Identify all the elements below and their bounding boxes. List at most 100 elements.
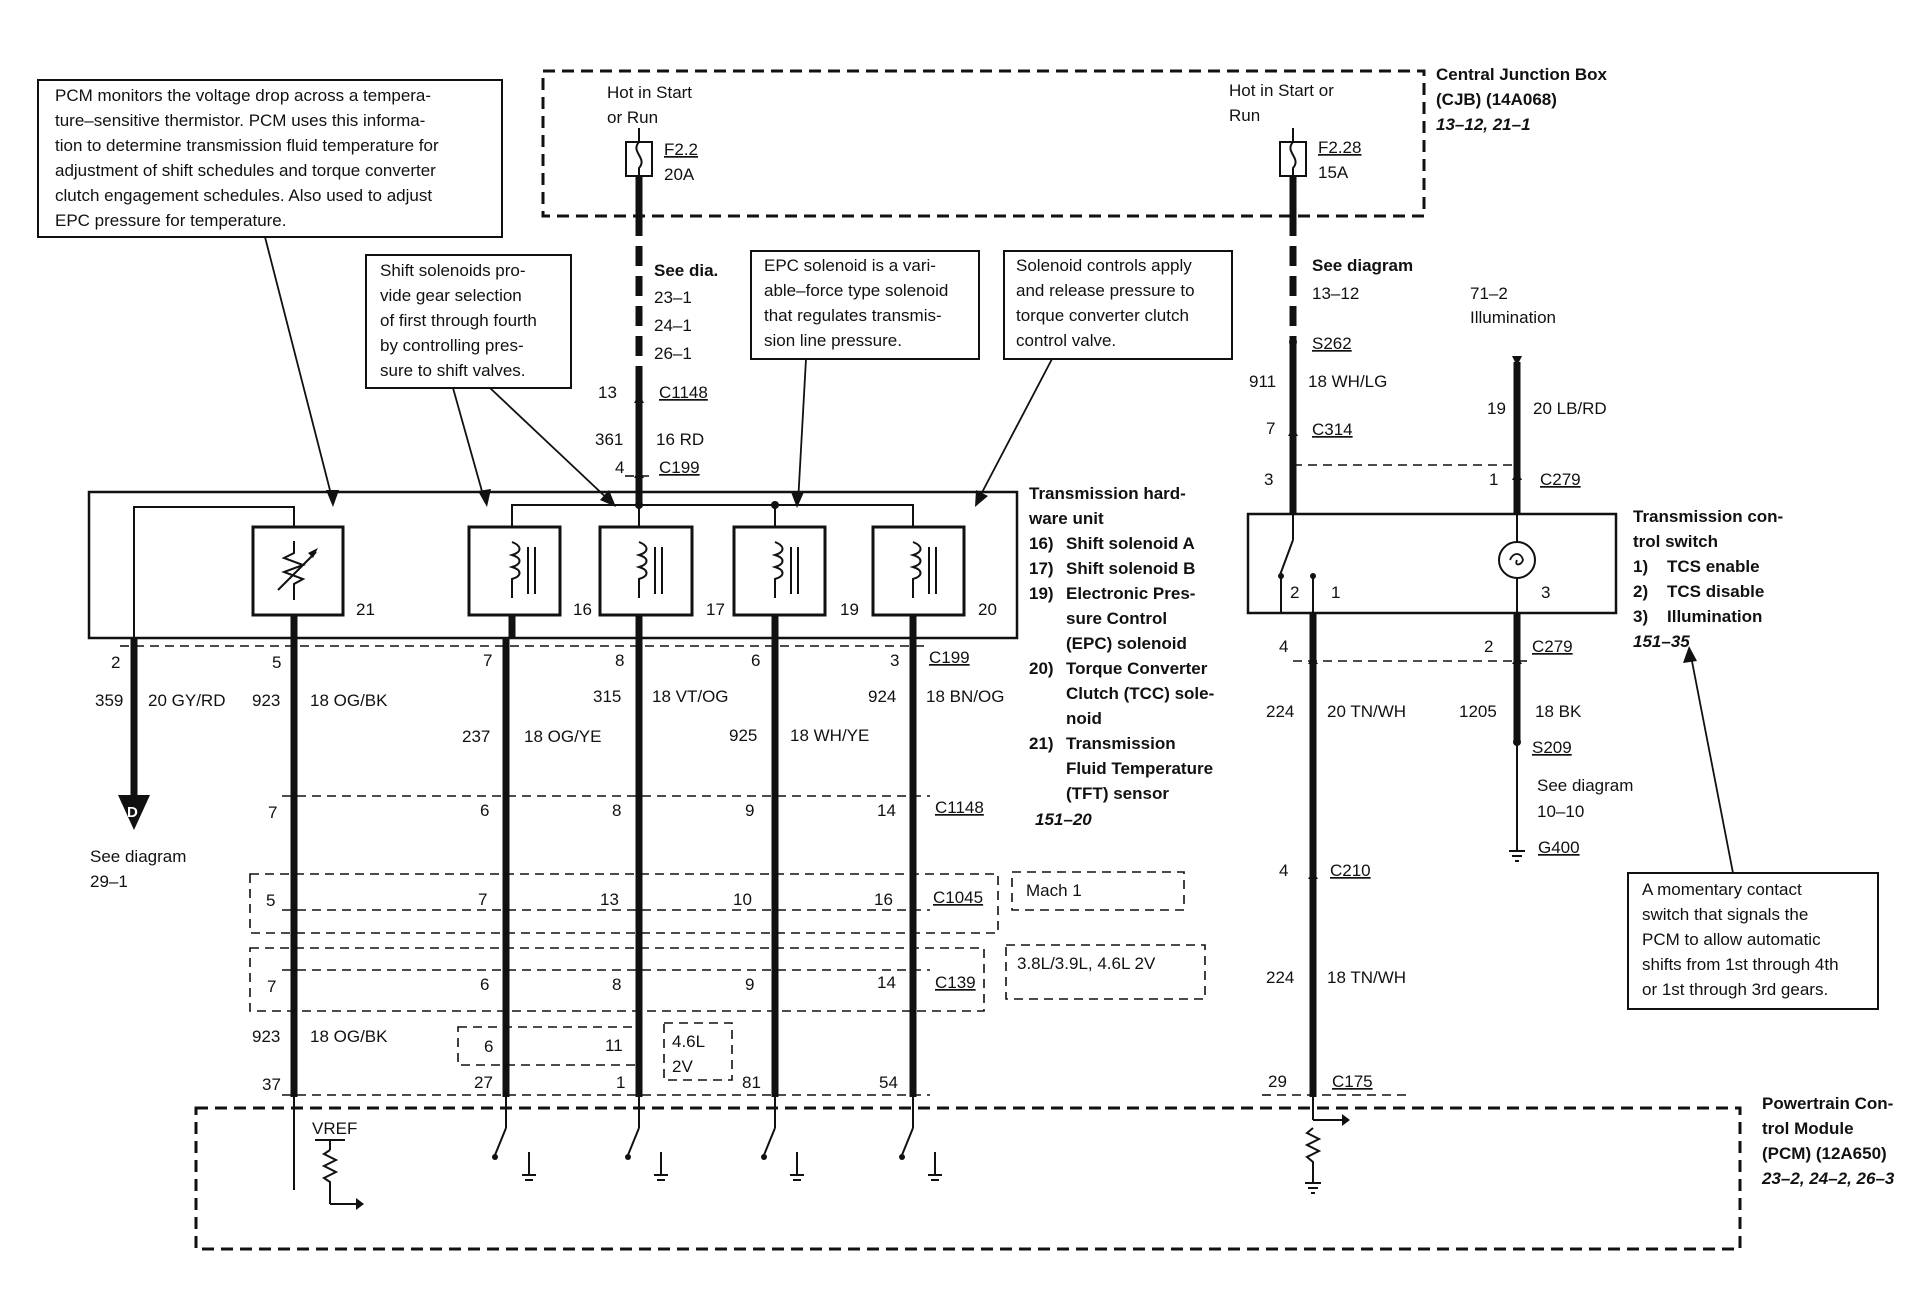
note-epc-line-3: that regulates transmis-: [764, 306, 942, 325]
wire-361-label: 16 RD: [656, 430, 704, 449]
pin-c199: 3: [890, 651, 899, 670]
splice-s262: S262: [1312, 334, 1352, 353]
component-19-number: 19: [840, 600, 859, 619]
trans-hw-item-num: 16): [1029, 534, 1054, 553]
tcs-title-2: trol switch: [1633, 532, 1718, 551]
illumination-ref: 71–2: [1470, 284, 1508, 303]
trans-hw-ref: 151–20: [1035, 810, 1092, 829]
note-tft-line-1: PCM monitors the voltage drop across a t…: [55, 86, 431, 105]
note-shift-line-4: by controlling pres-: [380, 336, 524, 355]
wire-361-circuit: 361: [595, 430, 623, 449]
connector-c1045-row: 5 7 13 10 16 C1045 Mach 1: [249, 871, 1185, 934]
see-diagram-1312-1: See diagram: [1312, 256, 1413, 275]
note-epc-solenoid: EPC solenoid is a vari- able–force type …: [750, 250, 980, 360]
wire-labels-upper: 359 20 GY/RD 923 18 OG/BK 315 18 VT/OG 9…: [95, 687, 1004, 746]
variant-v8-2: 2V: [672, 1057, 693, 1076]
trans-hw-item-text: Fluid Temperature: [1066, 759, 1213, 778]
pin-alt-6: 6: [484, 1037, 493, 1056]
wire-923b-label: 18 OG/BK: [310, 1027, 388, 1046]
note-tft: PCM monitors the voltage drop across a t…: [37, 79, 503, 238]
tcs-ref: 151–35: [1633, 632, 1690, 651]
hot-label-right-2: Run: [1229, 106, 1260, 125]
pcm-title-3: (PCM) (12A650): [1762, 1144, 1887, 1163]
note-tft-line-4: adjustment of shift schedules and torque…: [55, 161, 436, 180]
component-17-number: 17: [706, 600, 725, 619]
trans-hw-title-1: Transmission hard-: [1029, 484, 1186, 503]
cjb-ref: 13–12, 21–1: [1436, 115, 1531, 134]
pin-c199: 2: [111, 653, 120, 672]
cjb-subtitle: (CJB) (14A068): [1436, 90, 1557, 109]
note-tcc-solenoid: Solenoid controls apply and release pres…: [1003, 250, 1233, 360]
trans-hw-item-text: Shift solenoid B: [1066, 559, 1195, 578]
wire-925-circuit: 925: [729, 726, 757, 745]
connector-c199-top: C199: [659, 458, 700, 477]
wire-359-label: 20 GY/RD: [148, 691, 225, 710]
lower-labels: 923 18 OG/BK 6 11 4.6L 2V: [252, 1022, 733, 1081]
trans-hw-item-num: 19): [1029, 584, 1054, 603]
trans-hw-item-text: Transmission: [1066, 734, 1176, 753]
right-wire-labels: 4 2 C279 224 20 TN/WH 1205 18 BK S209 Se…: [1266, 637, 1633, 987]
fuse-left-name: F2.2: [664, 140, 698, 159]
solenoid-icon: [732, 525, 827, 617]
pin-c279-4: 4: [1279, 637, 1288, 656]
wire-924-label: 18 BN/OG: [926, 687, 1004, 706]
note-tcc-line-2: and release pressure to: [1016, 281, 1195, 300]
wire-224a-circuit: 224: [1266, 702, 1294, 721]
note-tft-line-3: tion to determine transmission fluid tem…: [55, 136, 439, 155]
ground-g400: G400: [1538, 838, 1580, 857]
pin-c175: 37: [262, 1075, 281, 1094]
tcs-item-text: TCS disable: [1667, 582, 1764, 601]
fuse-left-rating: 20A: [664, 165, 695, 184]
pin-c139: 8: [612, 975, 621, 994]
pin-c175: 81: [742, 1073, 761, 1092]
variant-v8-1: 4.6L: [672, 1032, 705, 1051]
tcs-title-1: Transmission con-: [1633, 507, 1783, 526]
tcs-legend: Transmission con- trol switch 1) TCS ena…: [1633, 507, 1783, 651]
variant-v6: 3.8L/3.9L, 4.6L 2V: [1017, 954, 1156, 973]
note-tcc-line-1: Solenoid controls apply: [1016, 256, 1192, 275]
pin-c175: 27: [474, 1073, 493, 1092]
resistor-icon: [1304, 1097, 1350, 1194]
trans-hw-item-text: (EPC) solenoid: [1066, 634, 1187, 653]
tcs-item-num: 2): [1633, 582, 1648, 601]
see-dia-left-4: 26–1: [654, 344, 692, 363]
note-tcs-line-2: switch that signals the: [1642, 905, 1808, 924]
pin-alt-11: 11: [605, 1036, 623, 1055]
connector-c1148: C1148: [935, 798, 984, 817]
trans-hw-item-text: Shift solenoid A: [1066, 534, 1195, 553]
note-tcs: A momentary contact switch that signals …: [1627, 872, 1879, 1010]
wire-237-circuit: 237: [462, 727, 490, 746]
connector-c210: C210: [1330, 861, 1371, 880]
pin-c1148: 8: [612, 801, 621, 820]
central-junction-box: Hot in Start or Run Hot in Start or Run …: [541, 65, 1608, 218]
wire-1205-circuit: 1205: [1459, 702, 1497, 721]
trans-hw-item-text: (TFT) sensor: [1066, 784, 1169, 803]
switch-pin-1: 1: [1331, 583, 1340, 602]
note-shift-line-3: of first through fourth: [380, 311, 537, 330]
switch-pin-2: 2: [1290, 583, 1299, 602]
note-tcc-line-3: torque converter clutch: [1016, 306, 1189, 325]
trans-hw-item-num: 17): [1029, 559, 1054, 578]
pin-c139: 7: [267, 977, 276, 996]
pin-sw-3: 3: [1264, 470, 1273, 489]
note-tft-line-2: ture–sensitive thermistor. PCM uses this…: [55, 111, 425, 130]
solenoid-icon: [598, 525, 694, 617]
transmission-hardware-unit: 21 16 17 19 20: [87, 490, 1019, 640]
ground-icon: [1509, 850, 1525, 862]
component-20-number: 20: [978, 600, 997, 619]
cjb-title: Central Junction Box: [1436, 65, 1608, 84]
pin-c210-4: 4: [1279, 861, 1288, 880]
wire-923-label: 18 OG/BK: [310, 691, 388, 710]
connector-c1148-top: C1148: [659, 383, 708, 402]
pin-c175: 1: [616, 1073, 625, 1092]
lamp-icon: [1498, 541, 1536, 579]
pin-sw-19: 19: [1487, 399, 1506, 418]
pin-c1148: 6: [480, 801, 489, 820]
connector-c139-row: 7 6 8 9 14 C139 3.8L/3.9L, 4.6L 2V: [249, 944, 1206, 1012]
wire-315-label: 18 VT/OG: [652, 687, 729, 706]
component-21-number: 21: [356, 600, 375, 619]
see-dia-left-1: See dia.: [654, 261, 718, 280]
note-tcs-line-1: A momentary contact: [1642, 880, 1802, 899]
see-diagram-1010-2: 10–10: [1537, 802, 1584, 821]
